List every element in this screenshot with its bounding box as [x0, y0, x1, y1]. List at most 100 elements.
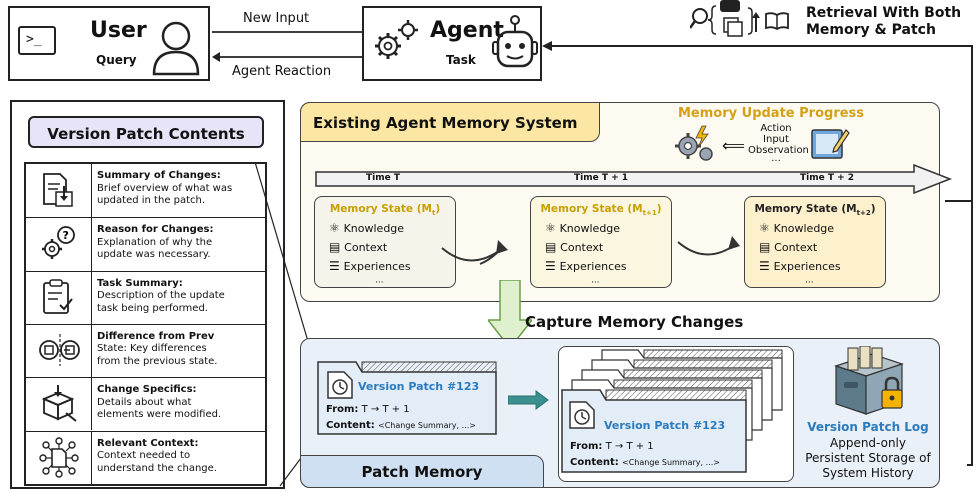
experiences-icon: ☰	[545, 259, 560, 273]
memory-state-item: Context	[774, 241, 818, 254]
progress-gear-icon	[675, 125, 713, 161]
memory-state-item: ···	[805, 278, 814, 288]
memory-state-title: Memory State (Mt+2)	[754, 203, 876, 218]
memory-state-item: Experiences	[773, 260, 841, 273]
context-icon: ▤	[759, 240, 775, 254]
progress-step: Input	[763, 134, 789, 145]
note-pencil-icon	[811, 129, 850, 159]
user-person-icon	[152, 21, 200, 76]
content-item: ? Reason for Changes:Explanation of why t…	[26, 217, 265, 271]
patch-log-line: System History	[822, 466, 914, 480]
content-item-text: understand the change.	[97, 462, 217, 474]
context-icon: ▤	[545, 240, 561, 254]
content-item-text: State: Key differences	[97, 343, 207, 355]
patch-card-from: From: T → T + 1	[326, 404, 410, 415]
memory-state-card: Memory State (Mt)⚛ Knowledge▤ Context☰ E…	[314, 196, 456, 288]
memory-state-item: Knowledge	[559, 222, 621, 235]
content-item-title: Difference from Prev	[97, 330, 215, 342]
experiences-icon: ☰	[759, 259, 774, 273]
archive-lock-icon	[834, 346, 904, 415]
context-icon: ▤	[329, 240, 345, 254]
patch-card-single	[316, 360, 498, 436]
memory-system-title: Existing Agent Memory System	[300, 102, 600, 142]
knowledge-icon: ⚛	[545, 221, 560, 235]
update-progress-title: Memory Update Progress	[678, 106, 865, 121]
patch-log-line: Append-only	[830, 436, 906, 450]
user-box: >_ User Query	[8, 6, 210, 81]
timeline-label-2: Time T + 2	[800, 173, 855, 183]
state-diff-icon	[26, 324, 92, 378]
agent-reaction-label: Agent Reaction	[232, 64, 332, 79]
clipboard-check-icon	[26, 271, 92, 324]
content-item-title: Relevant Context:	[97, 437, 199, 449]
network-document-icon	[26, 431, 92, 484]
content-item-title: Task Summary:	[97, 277, 183, 289]
progress-step: Observation	[748, 145, 809, 156]
document-download-icon	[26, 164, 92, 218]
user-subtitle: Query	[96, 53, 137, 67]
robot-icon	[492, 15, 538, 68]
content-item-title: Change Specifics:	[97, 384, 197, 396]
retrieval-line2: Memory & Patch	[806, 22, 936, 38]
memory-state-item: Knowledge	[343, 222, 405, 235]
retrieval-loop-arrows	[542, 41, 973, 466]
stack-card-title: Version Patch #123	[604, 419, 726, 432]
contents-list: Summary of Changes:Brief overview of wha…	[24, 162, 267, 486]
timeline-label-1: Time T + 1	[574, 173, 629, 183]
content-item-text: elements were modified.	[97, 409, 222, 421]
memory-state-item: Knowledge	[773, 222, 835, 235]
content-item-text: Details about what	[97, 396, 192, 408]
content-item-text: Description of the update	[97, 290, 225, 302]
capture-down-arrow	[488, 280, 532, 350]
left-arrow-icon: ⟸	[722, 136, 745, 155]
memory-state-item: Context	[344, 241, 388, 254]
timeline-label-0: Time T	[366, 173, 400, 183]
svg-text:?: ?	[62, 229, 68, 242]
memory-state-item: Context	[560, 241, 604, 254]
gears-icon	[375, 20, 418, 59]
stack-card-from: From: T → T + 1	[570, 441, 654, 452]
retrieval-line1: Retrieval With Both	[806, 5, 962, 21]
patch-log-line: Persistent Storage of	[805, 451, 931, 465]
memory-state-card: Memory State (Mt+2) ⚛ Knowledge ▤ Context☰…	[744, 196, 886, 288]
agent-title: Agent	[430, 18, 504, 43]
progress-step: ···	[771, 156, 781, 167]
box-arrow-icon	[26, 378, 92, 431]
knowledge-icon: ⚛	[759, 221, 774, 235]
contents-title: Version Patch Contents	[28, 116, 264, 148]
content-item: Summary of Changes:Brief overview of wha…	[26, 164, 265, 218]
content-item-text: Context needed to	[97, 450, 191, 461]
content-item-text: Brief overview of what was	[97, 182, 233, 194]
experiences-icon: ☰	[329, 259, 344, 273]
state-transition-arrows	[441, 236, 740, 265]
progress-step: Action	[760, 123, 792, 134]
memory-state-item: ···	[375, 278, 384, 288]
content-item-title: Reason for Changes:	[97, 224, 214, 236]
patch-card-title: Version Patch #123	[358, 380, 480, 393]
agent-box: Agent Task	[362, 6, 542, 81]
content-item-text: updated in the patch.	[97, 195, 206, 206]
memory-state-title: Memory State (Mt+1)	[540, 203, 662, 218]
gear-question-icon: ?	[26, 218, 92, 271]
patch-log-title: Version Patch Log	[807, 420, 929, 434]
content-item-text: task being performed.	[97, 302, 208, 314]
timeline-arrow	[315, 164, 953, 194]
to-stack-arrow	[508, 390, 549, 410]
clock-document-icon	[327, 371, 353, 399]
content-item-text: update was necessary.	[97, 249, 211, 261]
content-item-text: from the previous state.	[97, 355, 218, 367]
memory-state-card: Memory State (Mt+1) ⚛ Knowledge ▤ Context☰…	[530, 196, 672, 288]
knowledge-icon: ⚛	[329, 221, 344, 235]
user-title: User	[90, 18, 147, 43]
agent-subtitle: Task	[446, 53, 476, 67]
memory-state-item: Experiences	[343, 260, 411, 273]
stack-card-content: Content: <Change Summary, ...>	[570, 457, 720, 468]
terminal-icon: >_	[18, 26, 56, 55]
content-item-text: Explanation of why the	[97, 236, 213, 248]
